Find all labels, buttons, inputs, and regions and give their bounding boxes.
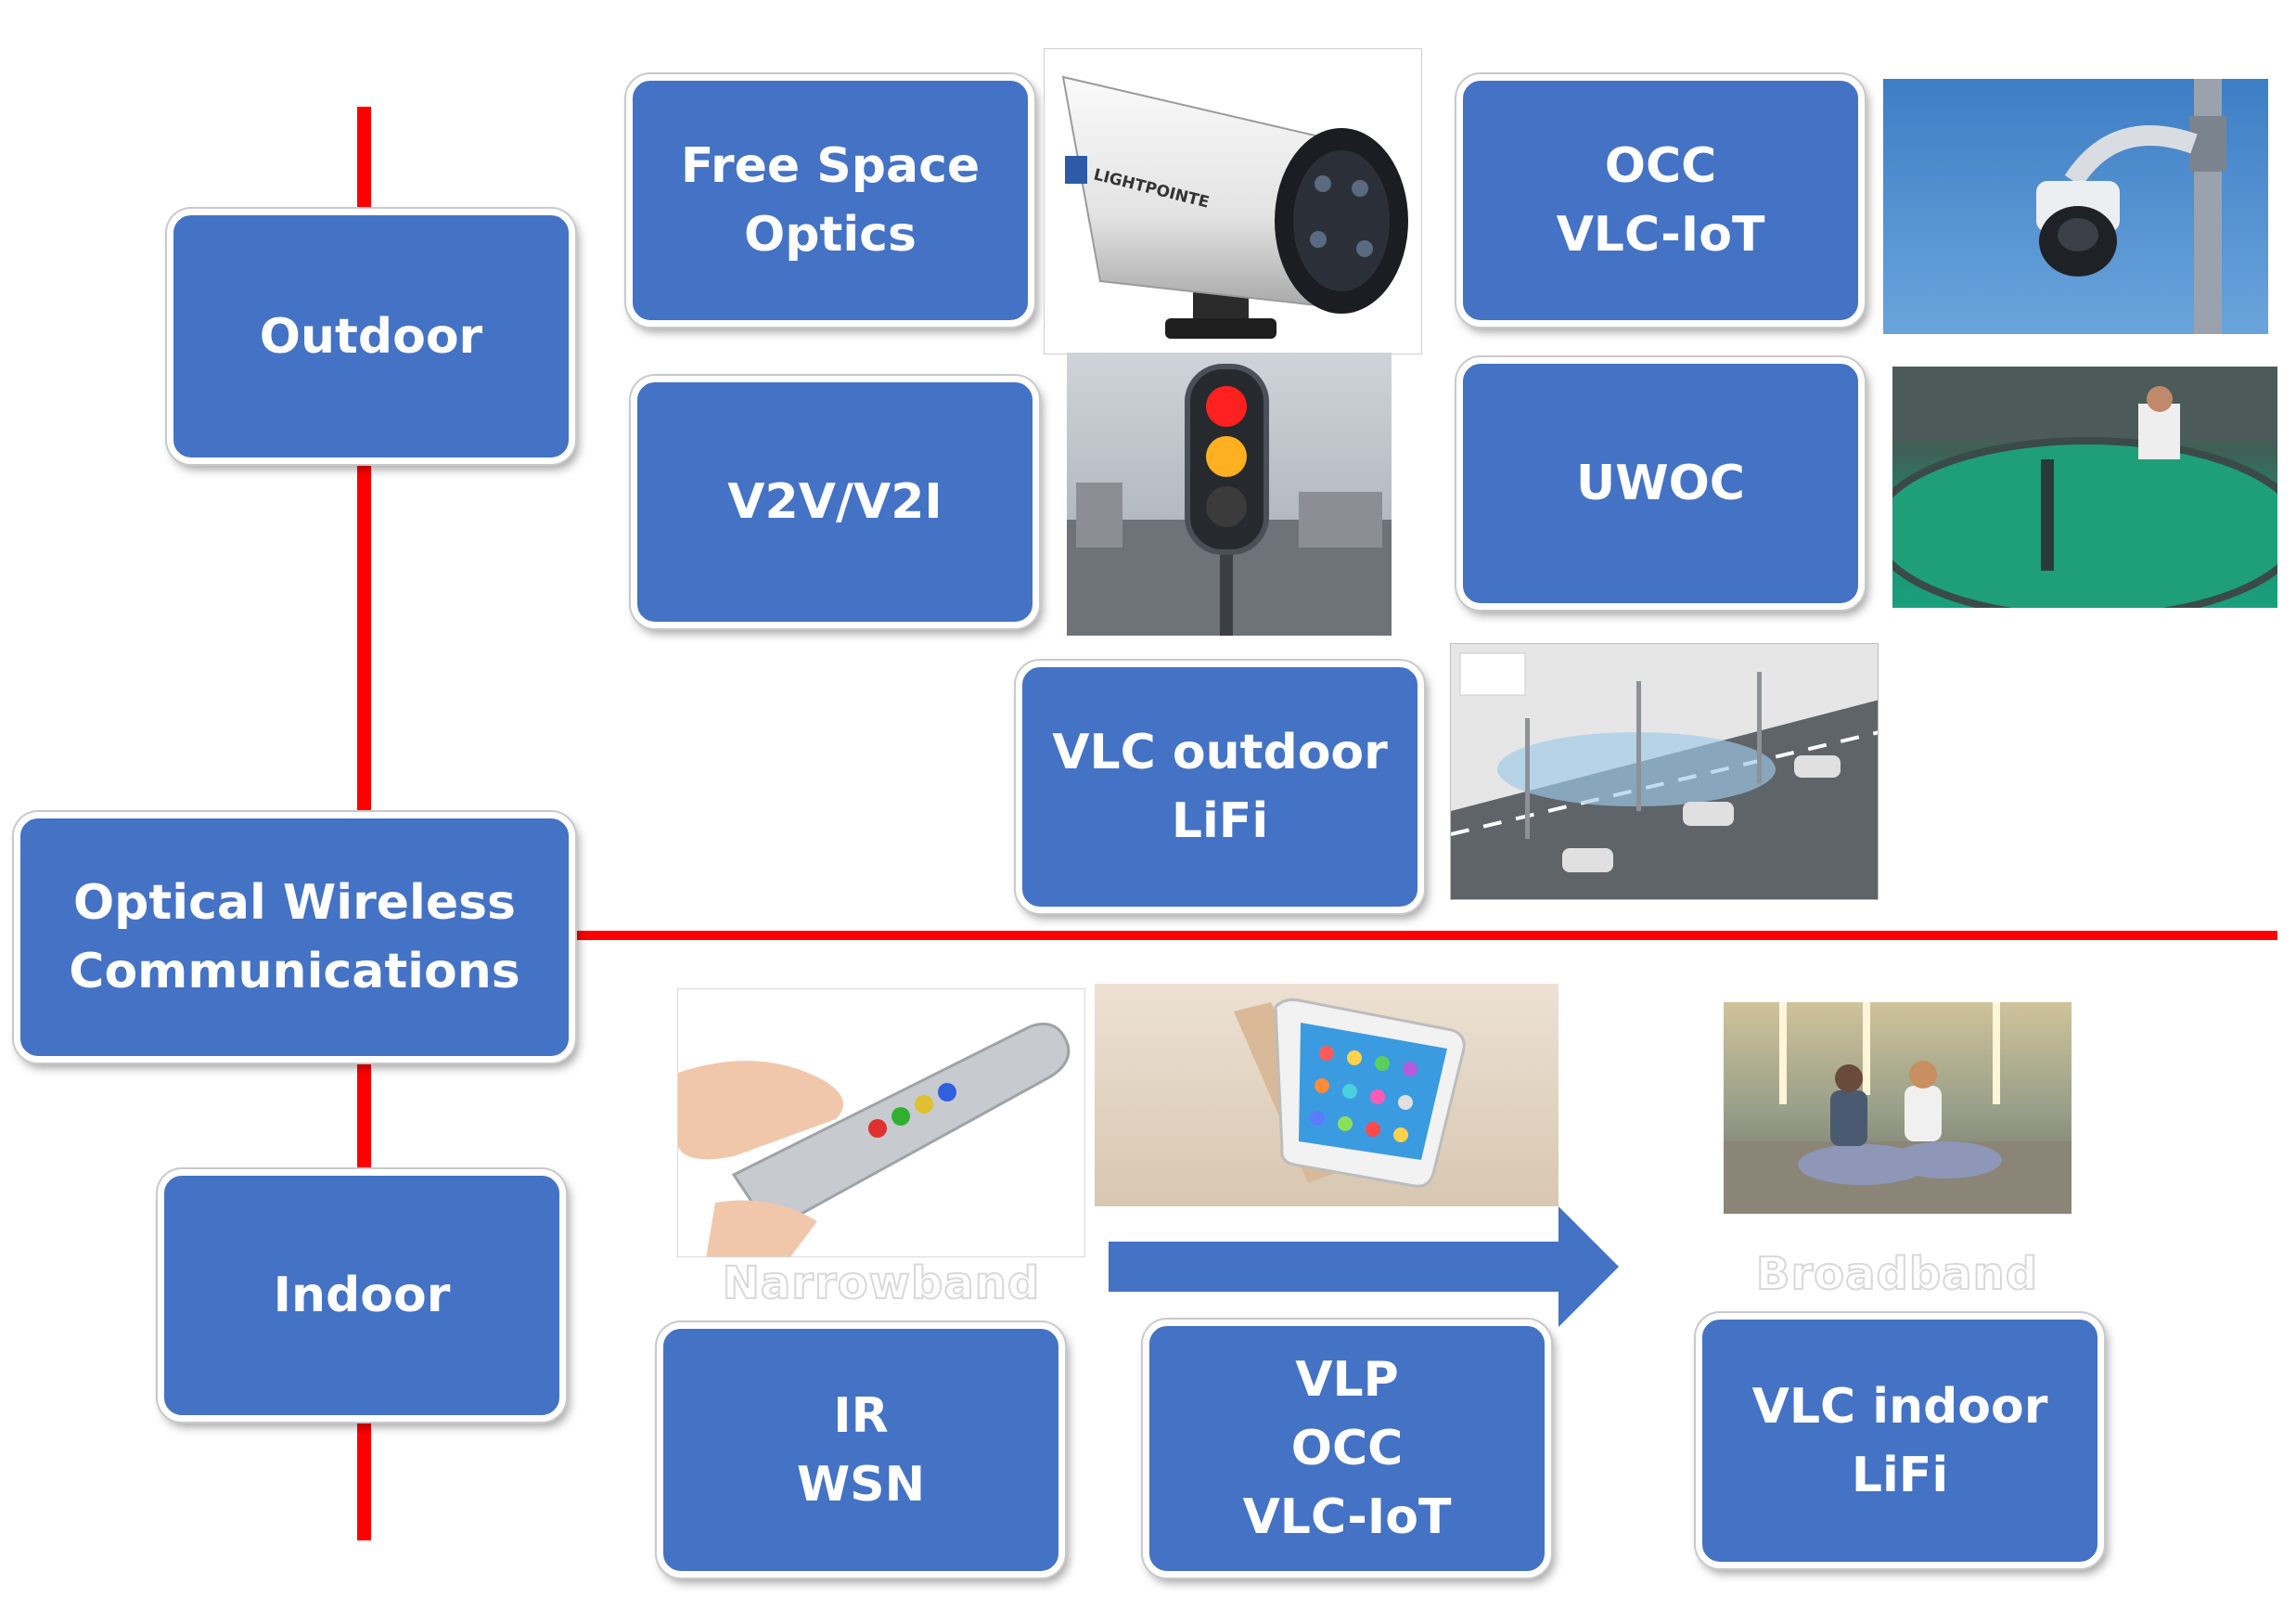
occ-vlc-iot-outdoor-box: OCC VLC-IoT [1456,74,1865,327]
vlc-iot-indoor-line: VLC-IoT [1242,1489,1452,1545]
vlc-indoor-line-1: VLC indoor [1751,1378,2048,1435]
broadband-caption: Broadband [1755,1247,2039,1301]
outdoor-label: Outdoor [259,308,483,365]
vlc-outdoor-line-1: VLC outdoor [1052,725,1388,780]
occ-line-2: VLC-IoT [1556,207,1765,263]
wsn-line: WSN [796,1456,926,1513]
underwater-tank-photo [1892,367,2277,608]
fso-line-2: Optics [744,207,917,263]
vlc-outdoor-lifi-box: VLC outdoor LiFi [1016,661,1424,913]
ir-wsn-box: IR WSN [657,1322,1065,1578]
fso-line-1: Free Space [680,138,981,194]
outdoor-box: Outdoor [167,209,575,464]
center-line-1: Optical Wireless [72,875,517,931]
indoor-box: Indoor [158,1169,566,1422]
indoor-lounge-photo [1724,1002,2072,1214]
remote-control-photo [677,988,1085,1257]
indoor-label: Indoor [273,1268,451,1323]
vlp-line: VLP [1295,1352,1399,1408]
optical-wireless-communications-box: Optical Wireless Communications [14,812,575,1063]
free-space-optics-box: Free Space Optics [626,74,1034,327]
v2v-v2i-box: V2V/V2I [631,376,1039,628]
fso-device-photo: LIGHTPOINTE [1044,48,1422,354]
uwoc-box: UWOC [1456,357,1865,610]
street-lighting-vlc-photo [1450,643,1879,900]
occ-indoor-line: OCC [1290,1421,1404,1476]
narrowband-caption: Narrowband [722,1256,1041,1310]
smartphone-photo [1095,984,1558,1206]
vlc-outdoor-line-2: LiFi [1171,793,1269,849]
center-line-2: Communications [69,944,520,999]
vlp-occ-vlc-iot-box: VLP OCC VLC-IoT [1143,1320,1551,1578]
dome-camera-photo [1883,79,2268,334]
vlc-indoor-line-2: LiFi [1851,1447,1949,1503]
uwoc-label: UWOC [1576,456,1745,511]
vlc-indoor-lifi-box: VLC indoor LiFi [1696,1313,2104,1568]
occ-line-1: OCC [1604,138,1717,194]
v2v-label: V2V/V2I [727,474,943,530]
narrowband-to-broadband-arrow [1109,1206,1619,1327]
outdoor-indoor-divider-line [575,931,2277,940]
traffic-light-photo [1067,353,1392,636]
ir-line: IR [833,1387,889,1444]
